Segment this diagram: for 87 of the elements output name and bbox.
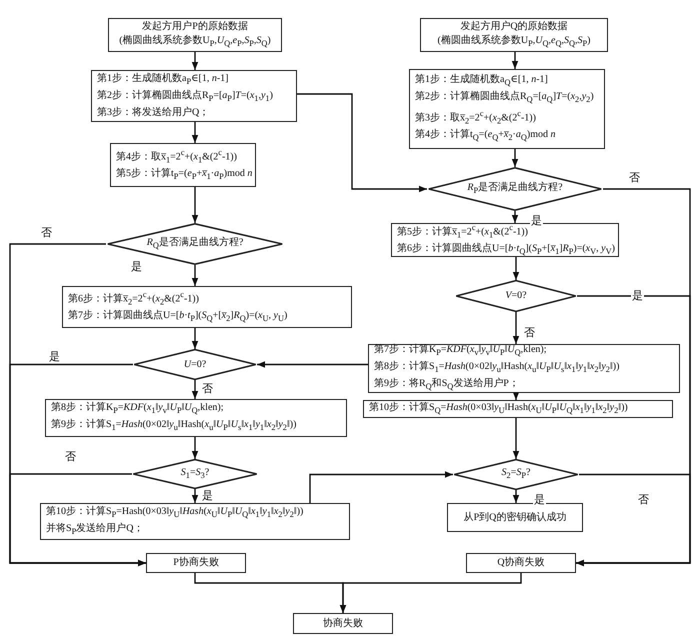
step-text: 第4步：计算t$_{Q}$=(e$_{Q}$+x̅$_{2}$·a$_{Q}$)mod n (415, 128, 556, 144)
edge-label: 否 (201, 382, 214, 395)
data-box (420, 18, 608, 52)
arrow (512, 52, 518, 69)
decision-diamond (133, 349, 257, 380)
step-text: 第4步：取x̅$_{1}$=2$^{c}$+(x$_{1}$&(2$^{c}$-1)) (116, 146, 238, 166)
arrow (512, 418, 520, 459)
arrow (512, 490, 520, 503)
step-text: 第7步：计算K$_{P}$=KDF(x$_{v}$‖y$_{v}$‖U$_{P}$‖U$_{Q}$,klen); (374, 343, 548, 359)
edge-label: 是 (130, 260, 143, 273)
arrow (309, 471, 453, 503)
arrow (340, 573, 522, 613)
decision-diamond (455, 280, 577, 312)
edge-label: 是 (631, 289, 644, 302)
result-text: Q协商失败 (497, 556, 545, 570)
arrow (9, 473, 146, 566)
step-text: 第8步：计算S$_{1}$=Hash(0×02‖y$_{u}$‖Hash(x$_{u}$‖U$_{P}$‖U$_{s}$‖x$_{1}$‖y$_{1}$‖x$_{2}$‖y$_{2}$‖)) (374, 360, 620, 376)
box-text: 发起方用户Q的原始数据 (460, 20, 568, 34)
edge-label: 否 (64, 450, 77, 463)
process-box (368, 344, 680, 393)
step-text: 第3步：将发送给用户Q； (97, 106, 210, 120)
result-box (293, 613, 393, 634)
arrow (257, 361, 368, 368)
condition-text: V=0? (505, 289, 527, 303)
step-text: 第9步：计算S$_{1}$=Hash(0×02‖y$_{u}$‖Hash(x$_{u}$‖U$_{P}$‖U$_{s}$‖x$_{1}$‖y$_{1}$‖x$_{2}$‖y$_{2}$‖)) (51, 418, 298, 434)
arrow (192, 437, 198, 459)
process-box (409, 69, 605, 149)
edge-label: 是 (530, 214, 543, 227)
arrow (297, 93, 427, 192)
condition-text: U=0? (184, 358, 206, 372)
condition-text: S$_{1}$=S$_{3}$? (180, 466, 210, 482)
condition-text: S$_{2}$=S$_{P}$? (502, 466, 530, 482)
result-text: 协商失败 (323, 616, 363, 630)
step-text: 第6步：计算x̅$_{2}$=2$^{c}$+(x$_{2}$&(2$^{c}$-1)) (68, 288, 200, 308)
edge-label: 否 (40, 226, 53, 239)
process-box (91, 70, 297, 122)
step-text: 第1步：生成随机数a$_{Q}$∈[1, n-1] (415, 72, 549, 89)
result-box (466, 553, 576, 573)
edge-label: 否 (628, 171, 641, 184)
step-text: 第3步：取x̅$_{2}$=2$^{c}$+(x$_{2}$&(2$^{c}$-1)) (415, 108, 537, 128)
edge-label: 是 (201, 489, 214, 502)
step-text: 第1步：生成随机数a$_{P}$∈[1, n-1] (97, 72, 230, 88)
box-text: (椭圆曲线系统参数U$_{P}$,U$_{Q}$,e$_{Q}$,S$_{Q}$,S$_{P}$) (438, 34, 590, 50)
box-text: 发起方用户P的原始数据 (142, 20, 248, 34)
process-box (62, 286, 352, 328)
result-text: 从P到Q的密钥确认成功 (464, 510, 566, 524)
arrow (192, 380, 198, 399)
decision-diamond (132, 459, 258, 489)
step-text: 第6步：计算圆曲线点U=[b·t$_{Q}$](S$_{P}$+[x̅$_{1}$]R$_{P}$)=(x$_{V}$, y$_{V}$) (397, 242, 613, 258)
process-box (40, 503, 350, 540)
result-text: P协商失败 (173, 556, 219, 570)
result-box (146, 553, 246, 573)
step-text: 第2步：计算椭圆曲线点R$_{P}$=[a$_{P}$]T=(x$_{1}$,y$_{1}$) (97, 89, 274, 105)
arrow (512, 392, 520, 400)
arrow (192, 122, 198, 143)
edge-label: 是 (533, 493, 546, 506)
step-text: 第8步：计算K$_{P}$=KDF(x$_{1}$‖y$_{v}$‖U$_{P}$‖U$_{Q}$,klen); (51, 401, 224, 417)
arrow (192, 489, 198, 503)
step-text: 并将S$_{P}$发送给用户Q； (46, 522, 144, 538)
condition-text: R$_{Q}$是否满足曲线方程? (146, 236, 244, 252)
data-box (108, 18, 282, 52)
process-box (45, 399, 347, 437)
arrow (192, 52, 198, 70)
process-box (363, 400, 673, 418)
arrow (192, 328, 198, 349)
step-text: 第2步：计算椭圆曲线点R$_{Q}$=[a$_{Q}$]T=(x$_{2}$,y$_{2}$) (415, 90, 595, 106)
arrow (192, 187, 198, 223)
arrow (512, 257, 520, 280)
step-text: 第5步：计算t$_{P}$=(e$_{P}$+x̅$_{1}$·a$_{P}$)mod n (116, 167, 250, 184)
arrow (512, 312, 520, 344)
arrow (512, 149, 518, 167)
step-text: 第10步：计算S$_{Q}$=Hash(0×03‖y$_{U}$‖Hash(x$_{U}$‖U$_{P}$‖U$_{Q}$‖x$_{1}$‖y$_{1}$‖x$_{2}$‖y$_{2}$‖)) (369, 400, 629, 416)
step-text: 第9步：将R$_{Q}$和S$_{Q}$发送给用户P； (374, 377, 520, 393)
edge-label: 否 (637, 493, 650, 506)
decision-diamond (427, 167, 603, 211)
arrow (576, 474, 691, 566)
edge-label: 是 (48, 350, 61, 363)
arrow (512, 211, 518, 223)
arrow (192, 265, 198, 286)
edge-label: 否 (523, 326, 536, 339)
condition-text: R$_{P}$是否满足曲线方程? (467, 180, 563, 196)
result-box (447, 503, 583, 532)
step-text: 第10步：计算S$_{P}$=Hash(0×03‖y$_{U}$‖Hash(x$_{U}$‖U$_{P}$‖U$_{Q}$‖x$_{1}$‖y$_{1}$‖x$_{2}$‖y$_{2}$‖)) (46, 504, 304, 520)
step-text: 第7步：计算圆曲线点U=[b·t$_{P}$](S$_{Q}$+[x̅$_{2}$]R$_{Q}$)=(x$_{U}$, y$_{U}$) (68, 309, 288, 326)
decision-diamond (453, 459, 579, 490)
box-text: (椭圆曲线系统参数U$_{P}$,U$_{Q}$,e$_{P}$,S$_{P}$,S$_{Q}$) (119, 34, 271, 50)
process-box (110, 143, 256, 187)
